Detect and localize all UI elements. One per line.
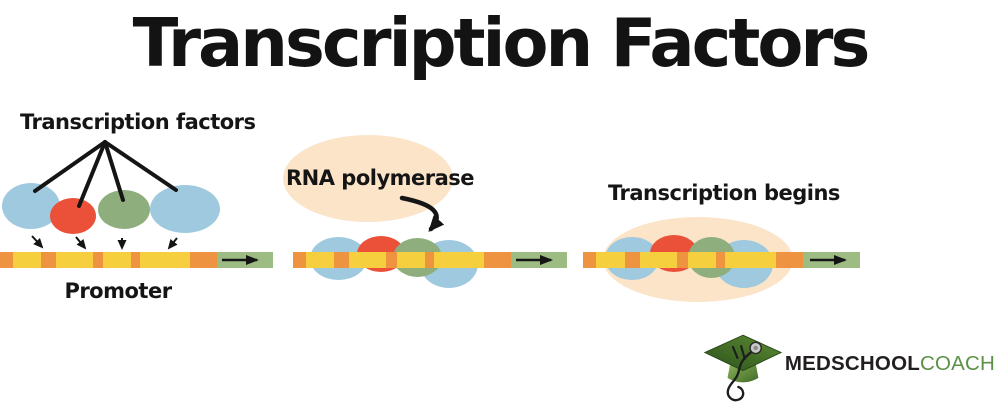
dna-segment-orange — [293, 252, 307, 268]
dna-segment-yellow — [13, 252, 41, 268]
transcription-factor-blob-green — [98, 190, 150, 229]
dna-segment-yellow — [639, 252, 678, 268]
dna-segment-sage — [803, 252, 860, 268]
dna-segment-yellow — [55, 252, 94, 268]
dna-segment-sage — [216, 252, 273, 268]
dna-strand — [293, 252, 567, 268]
graduation-cap-icon — [703, 334, 783, 402]
transcription-factor-blob-red — [50, 198, 96, 234]
transcription-factor-blob-blue-2 — [150, 185, 220, 233]
dna-segment-orange — [334, 252, 350, 268]
logo-text-medschool: MEDSCHOOL — [784, 352, 920, 375]
label-promoter: Promoter — [64, 279, 172, 303]
dna-strand — [583, 252, 860, 268]
logo-text-coach: COACH — [919, 352, 995, 375]
dna-segment-orange — [0, 252, 14, 268]
medschoolcoach-logo: MEDSCHOOLCOACH — [703, 324, 995, 410]
dna-segment-orange — [624, 252, 640, 268]
dna-segment-yellow — [396, 252, 425, 268]
dna-segment-yellow — [725, 252, 777, 268]
label-rna-polymerase: RNA polymerase — [286, 166, 475, 190]
dna-segment-orange — [583, 252, 597, 268]
dna-segment-yellow — [306, 252, 335, 268]
dna-segment-orange — [483, 252, 511, 268]
dna-segment-yellow — [687, 252, 717, 268]
dna-segment-yellow — [140, 252, 191, 268]
dna-segment-orange — [424, 252, 434, 268]
dna-segment-orange — [677, 252, 688, 268]
dna-segment-orange — [716, 252, 726, 268]
logo-wordmark: MEDSCHOOLCOACH — [785, 352, 995, 376]
dna-segment-orange — [40, 252, 56, 268]
dna-segment-orange — [190, 252, 217, 268]
dna-segment-orange — [131, 252, 141, 268]
dna-segment-yellow — [103, 252, 132, 268]
binding-arrows — [31, 235, 178, 250]
dna-segment-yellow — [433, 252, 484, 268]
page-title: Transcription Factors — [132, 4, 871, 82]
dna-segment-orange — [93, 252, 104, 268]
dna-segment-yellow — [349, 252, 387, 268]
dna-segment-orange — [386, 252, 397, 268]
label-transcription-begins: Transcription begins — [608, 181, 840, 205]
stethoscope-icon — [726, 341, 763, 402]
dna-segment-sage — [510, 252, 567, 268]
dna-strand-promoter — [0, 252, 273, 268]
label-transcription-factors: Transcription factors — [20, 110, 256, 134]
dna-segment-orange — [776, 252, 804, 268]
dna-segment-yellow — [596, 252, 625, 268]
